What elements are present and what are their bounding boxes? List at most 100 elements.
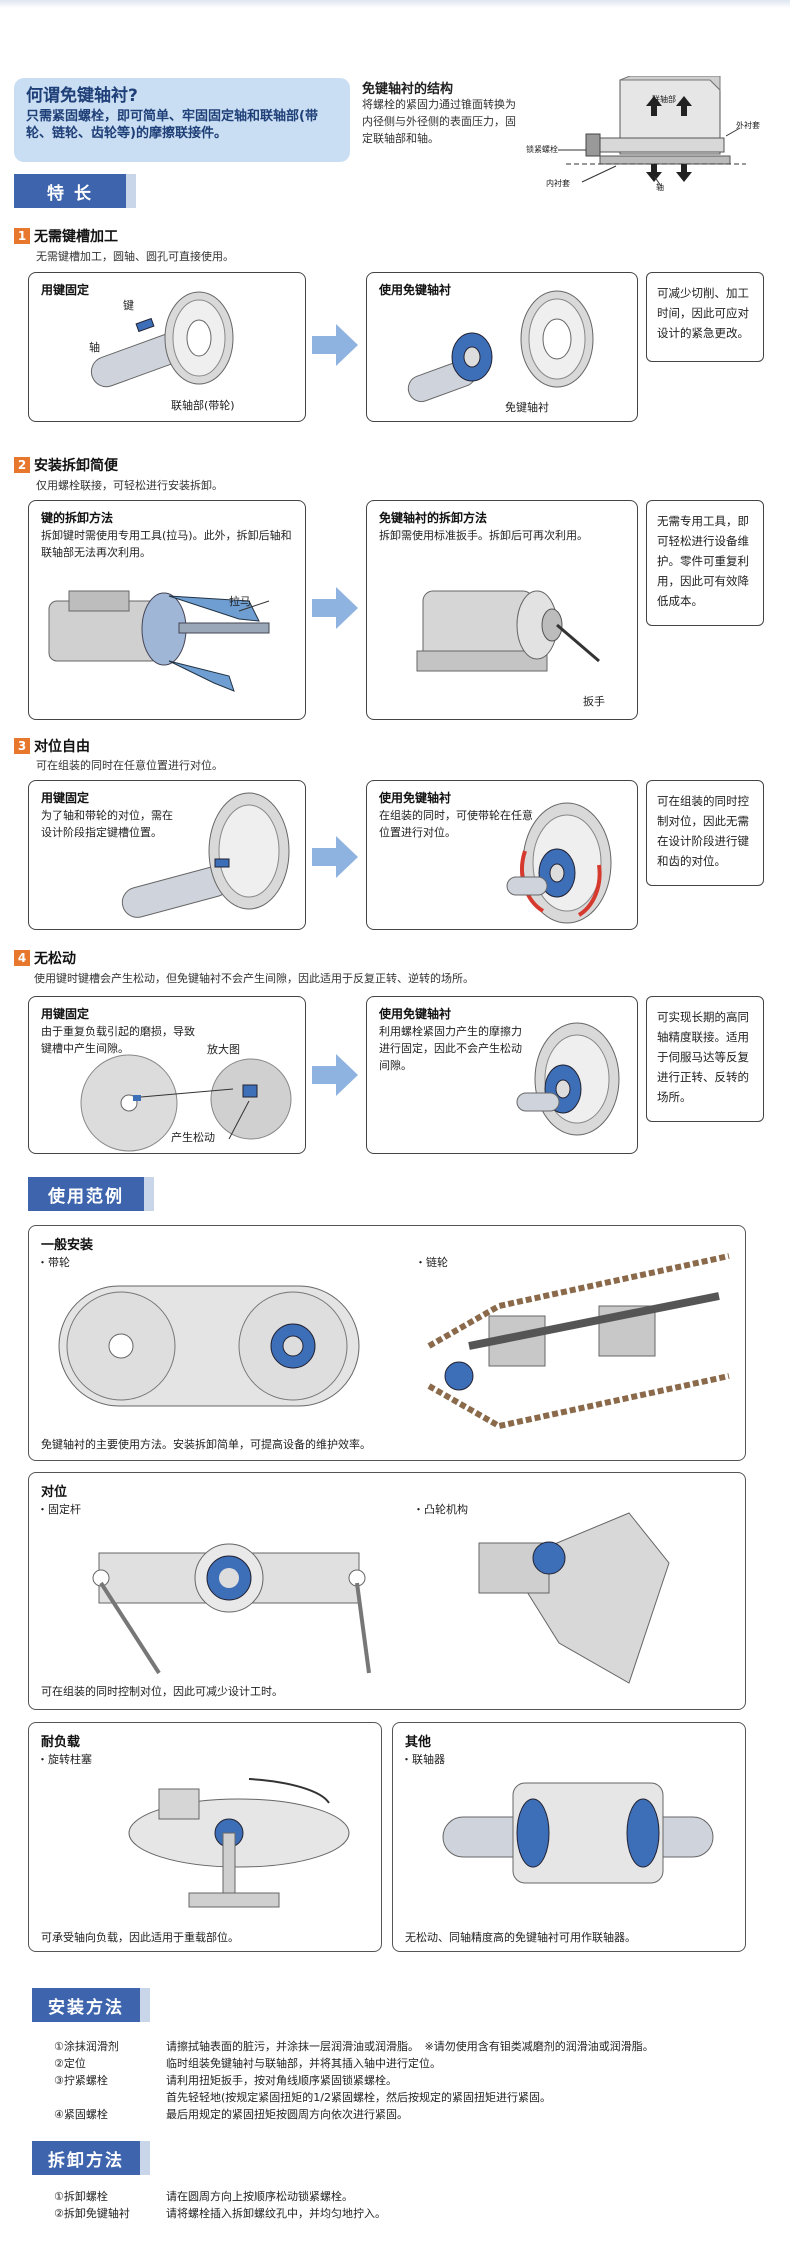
feature-2-arrow-icon: [312, 587, 358, 629]
usage-align-sub2: ・凸轮机构: [413, 1503, 468, 1516]
feature-4-right-title: 使用免键轴衬: [379, 1007, 452, 1021]
feature-3-desc: 可在组装的同时在任意位置进行对位。: [36, 759, 223, 772]
top-strip: [0, 0, 790, 8]
structure-title: 免键轴衬的结构: [362, 82, 454, 97]
feature-1-desc: 无需键槽加工，圆轴、圆孔可直接使用。: [36, 250, 234, 263]
feature-1-note: 可减少切削、加工时间，因此可应对设计的紧急更改。: [646, 272, 764, 362]
feature-4-title: 无松动: [34, 951, 76, 967]
usage-general-foot: 免键轴衬的主要使用方法。安装拆卸简单，可提高设备的维护效率。: [41, 1438, 371, 1451]
usage-general-illustration: [58, 1253, 730, 1430]
feature-1-left-title: 用键固定: [41, 283, 90, 297]
feature-3-header: 3 对位自由: [14, 736, 90, 756]
usage-load-title: 耐负载: [41, 1735, 81, 1750]
feature-4-note: 可实现长期的高同轴精度联接。适用于伺服马达等反复进行正转、反转的场所。: [646, 996, 764, 1122]
usage-load-foot: 可承受轴向负载，因此适用于重载部位。: [41, 1931, 239, 1944]
feature-4-number: 4: [14, 950, 30, 966]
method-step-text: 临时组装免键轴衬与联轴部，并将其插入轴中进行定位。: [166, 2057, 441, 2070]
usage-align-foot: 可在组装的同时控制对位，因此可减少设计工时。: [41, 1685, 283, 1698]
feature-2-puller-illustration: [48, 590, 270, 692]
method-step-label: ③拧紧螺栓: [54, 2074, 108, 2087]
method-step-label: ②定位: [54, 2057, 86, 2070]
intro-box: 何谓免键轴衬? 只需紧固螺栓，即可简单、牢固固定轴和联轴部(带轮、链轮、齿轮等)…: [14, 78, 350, 162]
feature-2-right-text: 拆卸需使用标准扳手。拆卸后可再次利用。: [379, 529, 588, 542]
feature-4-right-panel: 使用免键轴衬 利用螺栓紧固力产生的摩擦力进行固定，因此不会产生松动间隙。: [366, 996, 638, 1154]
label-zoom-view: 放大图: [207, 1043, 240, 1056]
usage-align-sub1: ・固定杆: [37, 1503, 81, 1516]
feature-4-arrow-icon: [312, 1054, 358, 1096]
usage-tab: 使用范例: [28, 1177, 154, 1211]
usage-load-sub1: ・旋转柱塞: [37, 1753, 92, 1766]
structure-text: 将螺栓的紧固力通过锥面转换为内径侧与外径侧的表面压力，固定联轴部和轴。: [362, 98, 516, 145]
usage-align-title: 对位: [41, 1485, 68, 1500]
label-looseness: 产生松动: [171, 1131, 215, 1144]
feature-3-left-panel: 用键固定 为了轴和带轮的对位，需在设计阶段指定键槽位置。: [28, 780, 306, 930]
usage-other-foot: 无松动、同轴精度高的免键轴衬可用作联轴器。: [405, 1931, 636, 1944]
feature-1-header: 1 无需键槽加工: [14, 226, 118, 246]
feature-2-header: 2 安装拆卸简便: [14, 455, 118, 475]
feature-2-wrench-illustration: [416, 590, 600, 672]
feature-4-left-text: 由于重复负载引起的磨损，导致键槽中产生间隙。: [41, 1025, 195, 1055]
feature-4-header: 4 无松动: [14, 948, 76, 968]
usage-align-panel: 对位 ・固定杆 ・凸轮机构 可在组装的同时控制对位，因此可减少设计工时。: [28, 1472, 746, 1710]
method-step-text: 请擦拭轴表面的脏污，并涂抹一层润滑油或润滑脂。 ※请勿使用含有钼类减磨剂的润滑油…: [166, 2040, 654, 2053]
method-step-label: ②拆卸免键轴衬: [54, 2207, 130, 2220]
feature-3-number: 3: [14, 738, 30, 754]
label-pulley: 联轴部(带轮): [171, 399, 235, 412]
method-step-text: 请将螺栓插入拆卸螺纹孔中，并均匀地拧入。: [166, 2207, 386, 2220]
install-tab: 安装方法: [32, 1988, 150, 2022]
feature-3-right-panel: 使用免键轴衬 在组装的同时，可使带轮在任意位置进行对位。: [366, 780, 638, 930]
feature-2-left-text: 拆卸键时需使用专用工具(拉马)。此外，拆卸后轴和联轴部无法再次利用。: [41, 529, 292, 559]
feature-3-note: 可在组装的同时控制对位，因此无需在设计阶段进行键和齿的对位。: [646, 780, 764, 886]
usage-other-sub1: ・联轴器: [401, 1753, 445, 1766]
label-outer-sleeve: 外衬套: [736, 121, 760, 130]
feature-3-key-align-illustration: [121, 792, 290, 918]
feature-1-title: 无需键槽加工: [34, 229, 118, 245]
usage-general-panel: 一般安装 ・带轮 ・链轮 免键轴衬的主要使用方法。安装拆卸简单，可提高设备的维护…: [28, 1225, 746, 1461]
feature-1-right-panel: 使用免键轴衬 免键轴衬: [366, 272, 638, 422]
feature-3-left-title: 用键固定: [41, 791, 90, 805]
feature-3-right-text: 在组装的同时，可使带轮在任意位置进行对位。: [379, 809, 533, 839]
feature-1-right-title: 使用免键轴衬: [379, 283, 452, 297]
method-step-label: ④紧固螺栓: [54, 2108, 108, 2121]
usage-other-panel: 其他 ・联轴器 无松动、同轴精度高的免键轴衬可用作联轴器。: [392, 1722, 746, 1952]
usage-general-title: 一般安装: [41, 1238, 94, 1253]
feature-2-left-title: 键的拆卸方法: [41, 511, 114, 525]
feature-1-number: 1: [14, 228, 30, 244]
feature-4-nogap-illustration: [516, 1022, 620, 1136]
method-step-text: 首先轻轻地(按规定紧固扭矩的1/2紧固螺栓，然后按规定的紧固扭矩进行紧固。: [166, 2091, 551, 2104]
intro-text: 只需紧固螺栓，即可简单、牢固固定轴和联轴部(带轮、链轮、齿轮等)的摩擦联接件。: [26, 109, 318, 141]
feature-1-bushing-illustration: [407, 290, 594, 403]
feature-3-right-title: 使用免键轴衬: [379, 791, 452, 805]
usage-load-illustration: [128, 1778, 350, 1908]
feature-3-arrow-icon: [312, 836, 358, 878]
feature-4-left-panel: 用键固定 由于重复负载引起的磨损，导致键槽中产生间隙。 放大图 产生松动: [28, 996, 306, 1154]
feature-2-right-panel: 免键轴衬的拆卸方法 拆卸需使用标准扳手。拆卸后可再次利用。 扳手: [366, 500, 638, 720]
feature-2-number: 2: [14, 457, 30, 473]
feature-3-rotate-illustration: [506, 802, 612, 924]
feature-4-desc: 使用键时键槽会产生松动，但免键轴衬不会产生间隙，因此适用于反复正转、逆转的场所。: [34, 972, 474, 985]
label-shaft: 轴: [656, 183, 664, 192]
feature-4-left-title: 用键固定: [41, 1007, 90, 1021]
usage-other-title: 其他: [405, 1735, 432, 1750]
method-step-text: 请利用扭矩扳手，按对角线顺序紧固锁紧螺栓。: [166, 2074, 397, 2087]
feature-2-left-panel: 键的拆卸方法 拆卸键时需使用专用工具(拉马)。此外，拆卸后轴和联轴部无法再次利用…: [28, 500, 306, 720]
usage-general-sub2: ・链轮: [415, 1256, 448, 1269]
feature-2-title: 安装拆卸简便: [34, 458, 118, 474]
removal-tab: 拆卸方法: [32, 2141, 150, 2175]
usage-other-illustration: [442, 1782, 714, 1884]
label-lock-bolt: 锁紧螺栓: [526, 145, 558, 154]
method-step-label: ①拆卸螺栓: [54, 2190, 108, 2203]
usage-load-panel: 耐负载 ・旋转柱塞 可承受轴向负载，因此适用于重载部位。: [28, 1722, 382, 1952]
feature-2-desc: 仅用螺栓联接，可轻松进行安装拆卸。: [36, 479, 223, 492]
label-puller: 拉马: [229, 595, 251, 608]
structure-diagram: 联轴部 外衬套 锁紧螺栓 内衬套 轴: [526, 76, 786, 194]
feature-1-left-panel: 用键固定 键 轴 联轴部(带轮): [28, 272, 306, 422]
feature-4-right-text: 利用螺栓紧固力产生的摩擦力进行固定，因此不会产生松动间隙。: [379, 1025, 522, 1072]
usage-align-illustration: [92, 1512, 670, 1684]
feature-3-title: 对位自由: [34, 739, 90, 755]
label-key: 键: [123, 299, 134, 312]
feature-1-key-illustration: [90, 291, 234, 388]
label-coupling: 联轴部: [652, 95, 676, 104]
label-keyless-bushing: 免键轴衬: [505, 401, 549, 414]
method-step-text: 最后用规定的紧固扭矩按圆周方向依次进行紧固。: [166, 2108, 408, 2121]
